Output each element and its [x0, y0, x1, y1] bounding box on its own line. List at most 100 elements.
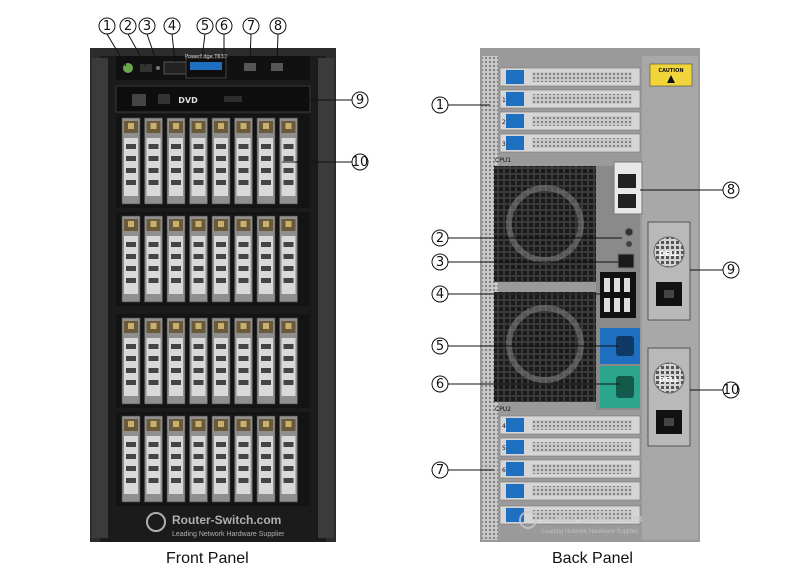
drive-carrier — [166, 415, 186, 503]
back-callout-leaders — [448, 104, 723, 471]
back-usb-ports — [600, 272, 636, 318]
idrac-port — [617, 253, 635, 269]
caution-text: CAUTION — [658, 68, 683, 74]
drive-carrier — [121, 415, 141, 503]
expansion-slot: 3 — [499, 133, 641, 153]
callout-number: 3 — [436, 255, 444, 270]
front-panel-caption: Front Panel — [166, 550, 249, 567]
expansion-slot: 5 — [499, 437, 641, 457]
drive-carrier — [189, 117, 208, 205]
callout-number: 9 — [727, 263, 735, 278]
callout-3: 3 — [431, 253, 449, 271]
lower-fan — [506, 305, 584, 383]
callout-number: 6 — [220, 19, 228, 34]
callout-2: 2 — [119, 17, 137, 35]
callout-5: 5 — [431, 337, 449, 355]
nic-port-2 — [618, 194, 636, 208]
back-panel-caption: Back Panel — [552, 550, 633, 567]
lcd-screen — [190, 62, 222, 70]
front-watermark-tag: Leading Network Hardware Supplier — [172, 531, 285, 538]
drive-carrier — [211, 117, 231, 205]
drive-carrier — [144, 117, 163, 205]
drive-carrier — [121, 317, 141, 405]
front-callout-leaders — [106, 33, 352, 163]
callout-number: 1 — [103, 19, 111, 34]
slot-number: 3 — [502, 141, 506, 148]
drive-carrier — [279, 415, 298, 503]
upper-fan — [506, 185, 584, 263]
slot-number: 4 — [502, 423, 506, 430]
callout-1: 1 — [98, 17, 116, 35]
drive-carrier — [256, 317, 276, 405]
callout-number: 1 — [436, 98, 444, 113]
top-expansion-slots: 1 2 3 — [499, 67, 641, 153]
back-panel: CAUTION 1 2 3 CPU1 — [480, 48, 700, 542]
drive-carrier — [279, 317, 298, 405]
drive-carrier — [256, 215, 276, 303]
callout-number: 7 — [247, 19, 255, 34]
drive-carrier — [256, 117, 276, 205]
callout-10: 10 — [351, 153, 369, 171]
expansion-slot: 6 — [499, 459, 641, 479]
callout-number: 2 — [124, 19, 132, 34]
callout-number: 9 — [356, 93, 364, 108]
callout-5: 5 — [196, 17, 214, 35]
callout-number: 10 — [723, 383, 740, 398]
drive-bays — [116, 114, 310, 506]
callout-1: 1 — [431, 96, 449, 114]
psu-1-brand: DELL — [659, 250, 679, 258]
expansion-slot: 2 — [499, 111, 641, 131]
callout-3: 3 — [138, 17, 156, 35]
front-control-panel: PowerEdge T630 — [116, 54, 310, 80]
psu-2-brand: DELL — [659, 376, 679, 384]
drive-carrier — [121, 215, 141, 303]
drive-carrier — [166, 317, 186, 405]
drive-carrier — [121, 117, 141, 205]
drive-carrier — [166, 215, 186, 303]
callout-6: 6 — [431, 375, 449, 393]
psu-2: DELL — [647, 347, 691, 447]
serial-port — [600, 366, 640, 408]
back-watermark-tag: Leading Network Hardware Supplier — [542, 529, 638, 535]
callout-7: 7 — [431, 461, 449, 479]
callout-number: 5 — [201, 19, 209, 34]
psu-1: DELL — [647, 221, 691, 321]
callout-number: 4 — [436, 287, 444, 302]
nmi-button — [140, 64, 152, 72]
system-id-button — [156, 66, 160, 70]
callout-number: 6 — [436, 377, 444, 392]
front-watermark-name: Router-Switch.com — [172, 513, 281, 527]
drive-carrier — [211, 317, 231, 405]
nic-port-1 — [618, 174, 636, 188]
usb-port-1 — [244, 63, 256, 71]
drive-carrier — [279, 215, 298, 303]
expansion-slot: 1 — [499, 89, 641, 109]
dvd-label: DVD — [178, 96, 198, 105]
front-side-vents — [92, 58, 334, 538]
slot-number: 2 — [502, 119, 506, 126]
drive-carrier — [234, 317, 253, 405]
drive-carrier — [189, 215, 208, 303]
system-id-button-back — [624, 227, 634, 237]
expansion-slot: 4 — [499, 415, 641, 435]
cpu1-label: CPU1 — [495, 157, 511, 164]
callout-number: 10 — [352, 155, 369, 170]
callout-7: 7 — [242, 17, 260, 35]
expansion-slot — [499, 481, 641, 501]
drive-carrier — [166, 117, 186, 205]
drive-carrier — [234, 215, 253, 303]
network-ports — [613, 161, 643, 215]
callout-number: 2 — [436, 231, 444, 246]
drive-carrier — [189, 415, 208, 503]
slot-number: 6 — [502, 467, 506, 474]
callout-10: 10 — [722, 381, 740, 399]
brand-model-label: PowerEdge T630 — [185, 54, 227, 60]
drive-carrier — [211, 415, 231, 503]
callout-number: 8 — [274, 19, 282, 34]
drive-carrier — [256, 415, 276, 503]
drive-carrier — [144, 317, 163, 405]
drive-carrier — [234, 117, 253, 205]
drive-carrier — [279, 117, 298, 205]
